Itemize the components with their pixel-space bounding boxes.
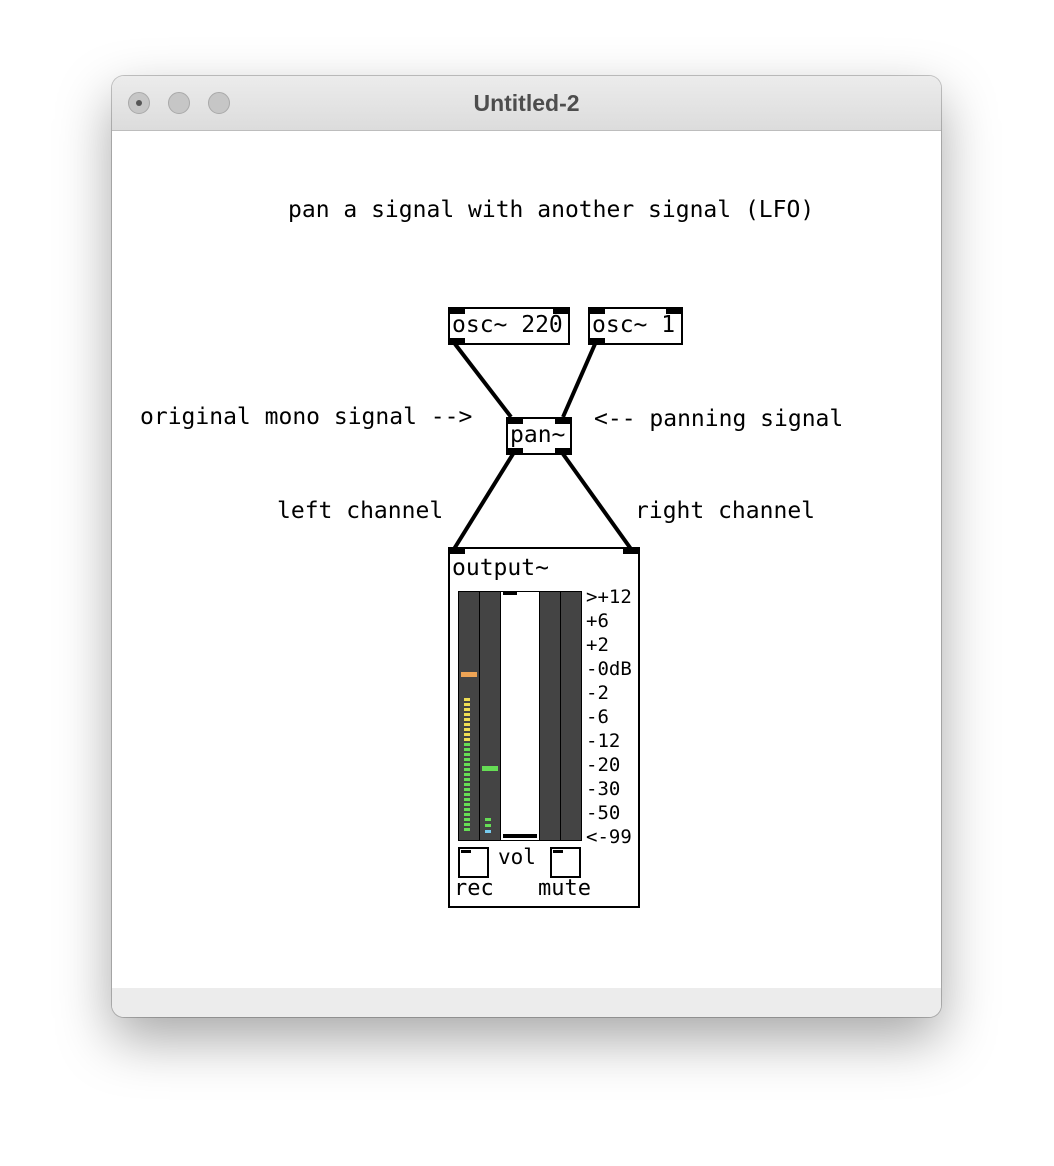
meter-led	[464, 733, 470, 736]
osc1-inlet-left[interactable]	[590, 309, 605, 314]
comment-left-channel: left channel	[277, 498, 444, 524]
cord-osc220-to-pan-left[interactable]	[453, 342, 513, 419]
meter-led	[464, 818, 470, 821]
meter-led	[464, 753, 470, 756]
meter-led	[464, 813, 470, 816]
status-bar	[112, 988, 941, 1017]
cord-osc1-to-pan-right[interactable]	[561, 343, 597, 418]
toggle-mark	[461, 850, 471, 853]
object-osc-1[interactable]: osc~ 1	[588, 307, 683, 345]
object-osc-220[interactable]: osc~ 220	[448, 307, 570, 345]
pan-inlet-right[interactable]	[555, 419, 570, 424]
meter-panel	[458, 591, 582, 841]
db-scale-label: -12	[586, 730, 621, 752]
pan-outlet-left[interactable]	[508, 448, 523, 453]
minimize-button[interactable]	[168, 92, 190, 114]
volume-slider-knob[interactable]	[503, 834, 537, 838]
patch-canvas[interactable]: pan a signal with another signal (LFO) o…	[112, 131, 941, 988]
meter-led	[464, 783, 470, 786]
osc220-inlet-left[interactable]	[450, 309, 465, 314]
object-pan[interactable]: pan~	[506, 417, 572, 455]
title-bar[interactable]: Untitled-2	[112, 76, 941, 131]
edited-dot-icon	[136, 100, 142, 106]
vol-label: vol	[498, 845, 536, 869]
db-scale-label: -20	[586, 754, 621, 776]
meter-led	[464, 718, 470, 721]
meter-right	[480, 592, 500, 840]
object-label: osc~ 1	[592, 312, 676, 338]
comment-right-channel: right channel	[635, 498, 816, 524]
meter-led	[485, 830, 491, 833]
meter-led	[464, 803, 470, 806]
meter-left	[459, 592, 479, 840]
db-scale-label: -0dB	[586, 658, 632, 680]
meter-led	[485, 824, 491, 827]
comment-panning-signal: <-- panning signal	[594, 406, 844, 432]
meter-led	[464, 773, 470, 776]
pan-inlet-left[interactable]	[508, 419, 523, 424]
comment-header: pan a signal with another signal (LFO)	[288, 197, 815, 223]
object-label: osc~ 220	[452, 312, 563, 338]
meter-led	[464, 798, 470, 801]
pan-outlet-right[interactable]	[555, 448, 570, 453]
meter-led	[464, 708, 470, 711]
zoom-button[interactable]	[208, 92, 230, 114]
db-scale-label: +2	[586, 634, 609, 656]
meter-right-extra	[540, 592, 560, 840]
meter-left-peak	[461, 672, 477, 677]
output-title: output~	[452, 555, 549, 581]
cord-pan-to-output-right[interactable]	[561, 452, 633, 551]
meter-led	[464, 703, 470, 706]
object-output[interactable]: output~ >+12+6+2-0dB-2-6-12-20-30-50<-99	[448, 547, 640, 908]
db-scale-label: -6	[586, 706, 609, 728]
db-scale-label: -30	[586, 778, 621, 800]
osc1-outlet[interactable]	[590, 338, 605, 343]
meter-led	[464, 758, 470, 761]
meter-led	[464, 828, 470, 831]
db-scale-label: <-99	[586, 826, 632, 848]
object-label: pan~	[510, 422, 566, 448]
osc1-inlet-right[interactable]	[666, 309, 681, 314]
output-inlet-left[interactable]	[450, 549, 465, 554]
meter-led	[464, 793, 470, 796]
patch-window: Untitled-2 pan a signal with another sig…	[112, 76, 941, 1017]
osc220-outlet[interactable]	[450, 338, 465, 343]
comment-mono-signal: original mono signal -->	[140, 404, 473, 430]
meter-led	[464, 698, 470, 701]
volume-slider[interactable]	[501, 592, 539, 840]
meter-led	[464, 738, 470, 741]
meter-led	[464, 728, 470, 731]
db-scale-label: -50	[586, 802, 621, 824]
close-button[interactable]	[128, 92, 150, 114]
meter-led	[464, 823, 470, 826]
db-scale-label: >+12	[586, 586, 632, 608]
osc220-inlet-right[interactable]	[553, 309, 568, 314]
meter-right-extra-2	[561, 592, 581, 840]
meter-led	[464, 723, 470, 726]
mute-label: mute	[538, 876, 591, 901]
toggle-mark	[553, 850, 563, 853]
volume-slider-top-mark	[503, 592, 517, 595]
rec-label: rec	[454, 876, 494, 901]
meter-led	[464, 743, 470, 746]
window-title: Untitled-2	[473, 90, 580, 116]
rec-toggle[interactable]	[458, 847, 489, 878]
meter-led	[464, 763, 470, 766]
cord-pan-to-output-left[interactable]	[452, 452, 515, 551]
meter-led	[464, 788, 470, 791]
meter-led	[464, 713, 470, 716]
meter-led	[464, 778, 470, 781]
meter-right-peak	[482, 766, 498, 771]
db-scale-label: +6	[586, 610, 609, 632]
meter-led	[464, 748, 470, 751]
meter-led	[485, 818, 491, 821]
patch-cords	[452, 342, 633, 551]
mute-toggle[interactable]	[550, 847, 581, 878]
db-scale-label: -2	[586, 682, 609, 704]
meter-led	[464, 808, 470, 811]
output-inlet-right[interactable]	[623, 549, 638, 554]
meter-led	[464, 768, 470, 771]
